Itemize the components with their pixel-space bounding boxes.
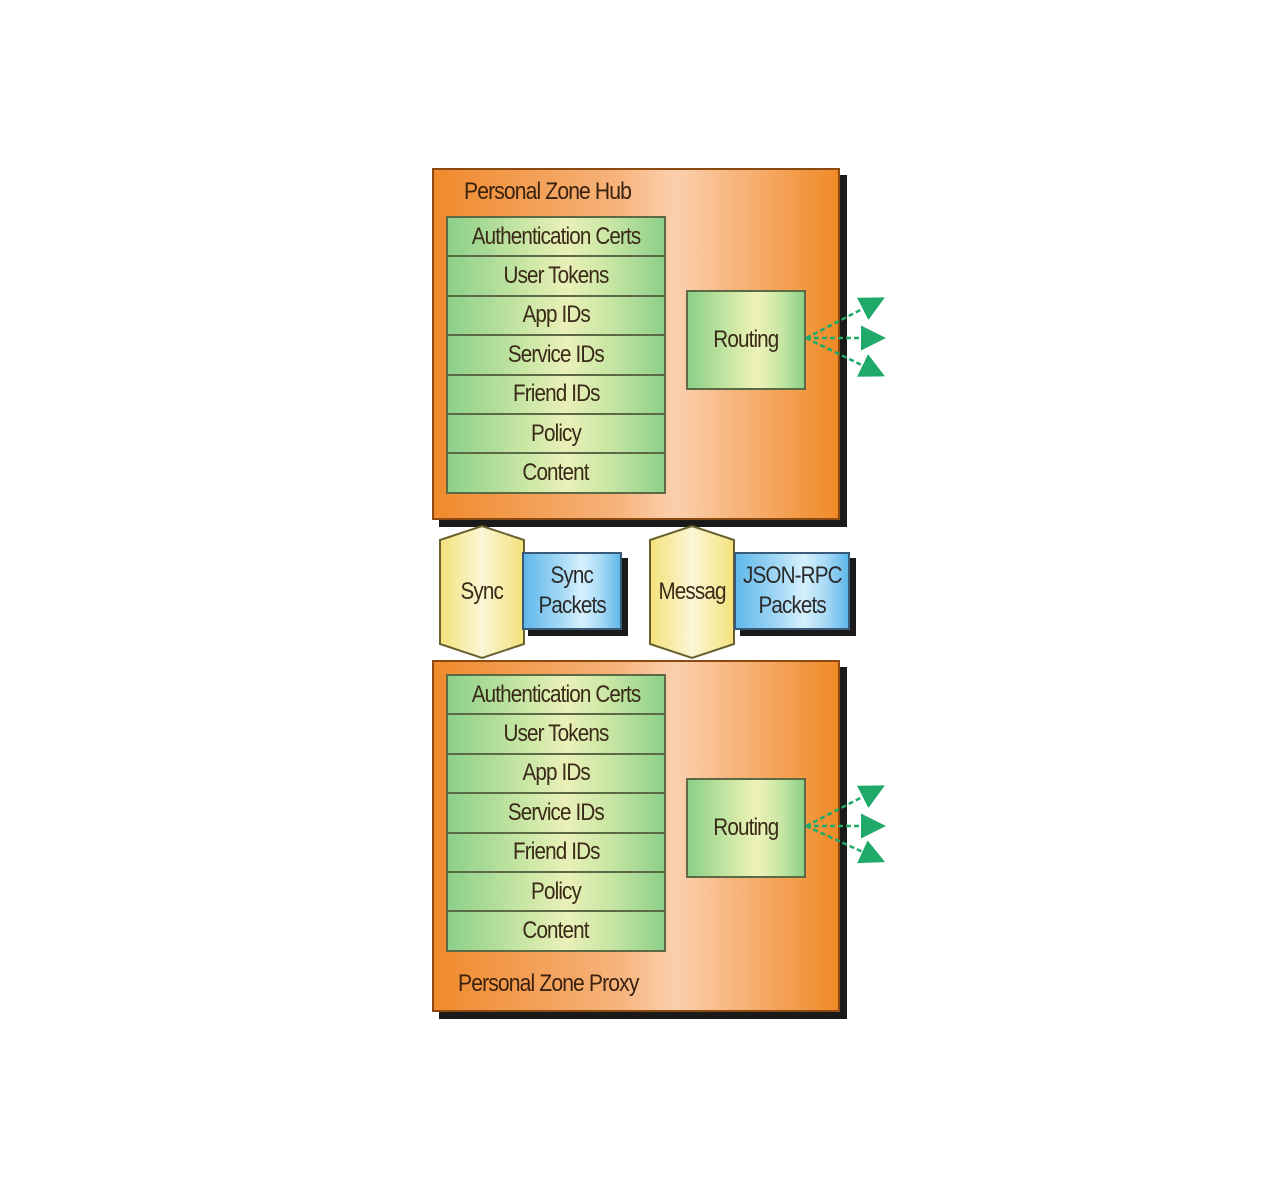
sync-packets-box: Sync Packets: [522, 552, 622, 630]
proxy-item-user-tokens: User Tokens: [446, 713, 666, 755]
hub-item-user-tokens: User Tokens: [446, 255, 666, 297]
sync-label: Sync: [460, 578, 504, 605]
hub-item-authentication-certs: Authentication Certs: [446, 216, 666, 258]
proxy-item-app-ids: App IDs: [446, 752, 666, 795]
proxy-item-service-ids: Service IDs: [446, 792, 666, 834]
hub-item-friend-ids: Friend IDs: [446, 373, 666, 415]
personal-zone-hub: Personal Zone Hub Authentication Certs U…: [432, 168, 840, 520]
arrow-down-right-icon: [805, 824, 886, 864]
hub-item-app-ids: App IDs: [446, 294, 666, 337]
proxy-item-authentication-certs: Authentication Certs: [446, 674, 666, 716]
personal-zone-proxy: Authentication Certs User Tokens App IDs…: [432, 660, 840, 1012]
hub-item-policy: Policy: [446, 412, 666, 455]
arrow-down-right-icon: [805, 336, 885, 377]
proxy-item-friend-ids: Friend IDs: [446, 831, 666, 873]
messaging-label: Messag: [658, 578, 726, 605]
hub-item-service-ids: Service IDs: [446, 334, 666, 376]
hub-item-content: Content: [446, 452, 666, 494]
arrow-up-right-icon: [805, 297, 885, 340]
hub-data-stack: Authentication Certs User Tokens App IDs…: [446, 216, 666, 494]
proxy-routing-arrows: [805, 785, 886, 864]
proxy-item-policy: Policy: [446, 870, 666, 913]
proxy-data-stack: Authentication Certs User Tokens App IDs…: [446, 674, 666, 952]
json-rpc-packets-box: JSON-RPC Packets: [734, 552, 850, 630]
proxy-title: Personal Zone Proxy: [458, 970, 639, 997]
hub-routing-box: Routing: [686, 290, 806, 390]
sync-hexagon: [439, 524, 525, 660]
proxy-routing-box: Routing: [686, 778, 806, 878]
arrow-up-right-icon: [805, 785, 885, 828]
proxy-item-content: Content: [446, 910, 666, 952]
hub-title: Personal Zone Hub: [464, 178, 632, 205]
messaging-hexagon: [649, 524, 735, 660]
hub-routing-arrows: [805, 297, 886, 377]
